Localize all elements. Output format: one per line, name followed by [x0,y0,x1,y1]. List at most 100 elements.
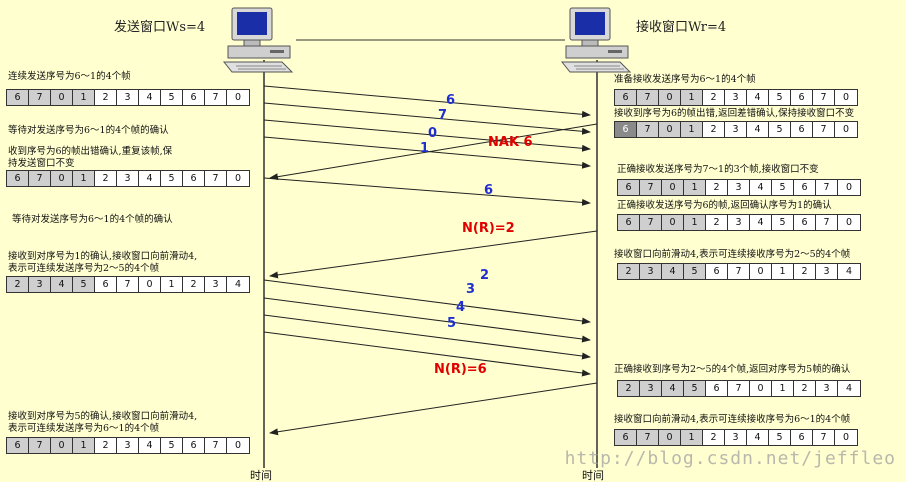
ack-arrow-2 [269,230,598,279]
seq-cell: 0 [750,264,772,279]
seq-cell: 4 [750,180,772,195]
seq-cell: 0 [234,173,242,184]
seq-cell: 2 [706,180,728,195]
seq-cell: 0 [234,92,242,103]
seq-cell: 7 [637,90,659,105]
seq-cell: 4 [662,264,684,279]
frame-label: 6 [446,93,456,108]
seq-cell: 1 [73,171,95,186]
seq-cell: 5 [73,277,95,292]
seq-cell: 0 [750,381,772,396]
seq-cell: 0 [842,124,850,135]
seq-cell: 6 [7,171,29,186]
frame-label: 0 [428,126,438,141]
ack-arrow-6 [269,382,598,436]
seq-cell: 6 [7,438,29,453]
seq-cell: 6 [95,277,117,292]
seq-cell: 0 [842,92,850,103]
frame-label: 2 [480,268,490,283]
seq-cell: 3 [205,277,227,292]
seq-cell: 3 [117,90,139,105]
seq-cell: 4 [234,279,242,290]
frame-arrow-1 [263,136,591,169]
frame-arrow-7 [263,102,591,135]
seq-cell: 6 [618,215,640,230]
seq-cell: 3 [640,381,662,396]
seq-cell: 4 [747,90,769,105]
seq-cell: 5 [769,90,791,105]
seq-cell: 6 [7,90,29,105]
sender-note: 接收到对序号为5的确认,接收窗口向前滑动4, 表示可连续发送序号为6～1的4个帧 [8,411,198,434]
seq-cell: 3 [725,90,747,105]
seq-cell: 6 [615,122,637,137]
seq-cell: 7 [728,264,750,279]
receiver-note: 正确接收发送序号为7～1的3个帧,接收窗口不变 [617,164,819,175]
seq-cell: 6 [706,381,728,396]
seq-cell: 3 [816,381,838,396]
sender-note: 接收到对序号为1的确认,接收窗口向前滑动4, 表示可连续发送序号为2～5的4个帧 [8,251,198,274]
seq-cell: 3 [816,264,838,279]
seq-cell: 2 [618,381,640,396]
sender-note: 收到序号为6的帧出错确认,重复该帧,保 持发送窗口不变 [8,146,173,169]
frame-label: 6 [484,183,494,198]
seq-cell: 2 [794,264,816,279]
ack-label: N(R)=2 [462,221,515,236]
seq-cell: 3 [117,438,139,453]
sender-window-title: 发送窗口Ws=4 [114,20,206,35]
seq-cell: 7 [813,122,835,137]
frame-arrow-4 [263,314,591,360]
seq-cell: 4 [750,215,772,230]
seq-cell: 4 [845,266,853,277]
seq-cell: 1 [684,180,706,195]
seq-cell: 0 [845,182,853,193]
seq-cell: 1 [681,90,703,105]
seq-cell: 3 [725,122,747,137]
computer-icon [222,7,294,73]
seq-cell: 5 [161,90,183,105]
seq-cell: 5 [161,171,183,186]
seq-cell: 0 [51,90,73,105]
ack-label: N(R)=6 [434,362,487,377]
seq-cell: 4 [139,90,161,105]
seq-cell: 0 [139,277,161,292]
seq-cell: 3 [725,430,747,445]
seq-cell: 0 [659,90,681,105]
receiver-note: 接收到序号为6的帧出错,返回差错确认,保持接收窗口不变 [614,108,855,119]
seq-cell: 2 [95,438,117,453]
sender-note: 连续发送序号为6～1的4个帧 [8,71,131,82]
seq-cell: 7 [205,90,227,105]
frame-arrow-3 [263,297,591,343]
seq-cell: 5 [772,215,794,230]
receiver-time-label: 时间 [582,469,604,482]
seq-cell: 0 [659,122,681,137]
seq-cell: 7 [637,122,659,137]
seq-cell: 1 [684,215,706,230]
nak-label: NAK 6 [488,135,533,150]
receiver-note: 接收窗口向前滑动4,表示可连续接收序号为2～5的4个帧 [614,249,851,260]
seq-cell: 0 [51,171,73,186]
seq-cell: 6 [183,90,205,105]
seq-cell: 5 [684,264,706,279]
seq-cell: 4 [662,381,684,396]
seq-cell: 5 [684,381,706,396]
seq-cell: 4 [747,122,769,137]
seq-cell: 2 [95,90,117,105]
seq-cell: 3 [728,180,750,195]
seq-cell: 7 [29,90,51,105]
seq-cell: 1 [681,122,703,137]
seq-cell: 2 [703,430,725,445]
seq-cell: 7 [29,438,51,453]
seq-cell: 7 [205,171,227,186]
seq-cell: 1 [681,430,703,445]
computer-icon [560,7,632,73]
